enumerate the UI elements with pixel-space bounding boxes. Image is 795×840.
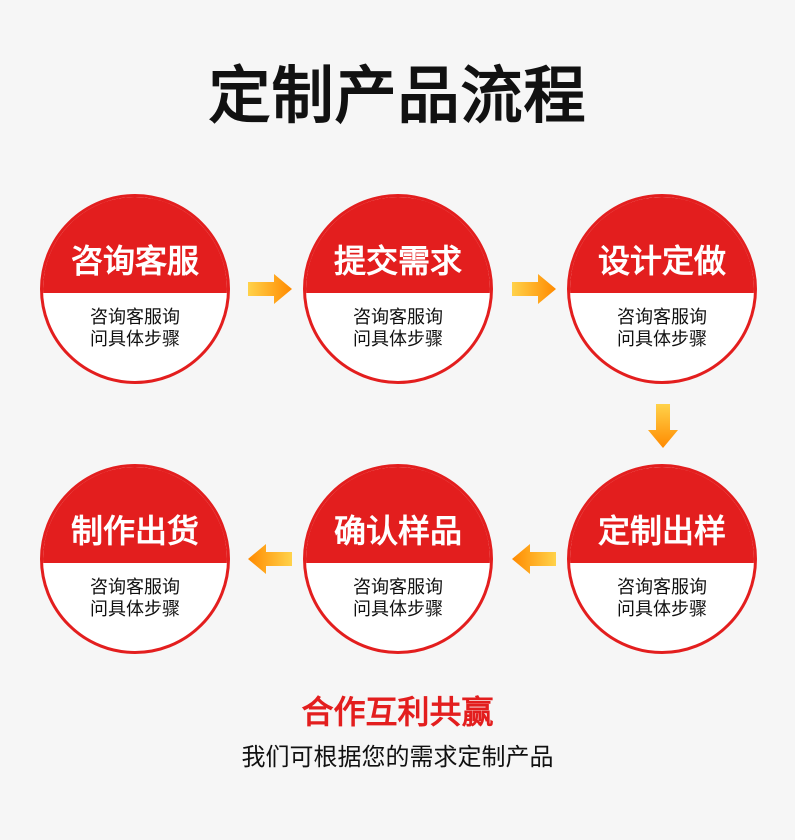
step-desc-line: 问具体步骤 xyxy=(617,599,707,620)
step-consult: 咨询客服 咨询客服询 问具体步骤 xyxy=(40,194,230,384)
arrow-left-icon xyxy=(512,544,556,574)
page-title: 定制产品流程 xyxy=(208,59,587,132)
arrow-left-icon xyxy=(248,544,292,574)
step-submit: 提交需求 咨询客服询 问具体步骤 xyxy=(303,194,493,384)
step-description: 咨询客服询 问具体步骤 xyxy=(306,577,490,621)
step-confirm: 确认样品 咨询客服询 问具体步骤 xyxy=(303,464,493,654)
step-desc-line: 咨询客服询 xyxy=(353,577,443,598)
arrow-right-icon xyxy=(248,274,292,304)
step-desc-line: 咨询客服询 xyxy=(353,307,443,328)
step-desc-line: 咨询客服询 xyxy=(617,577,707,598)
step-description: 咨询客服询 问具体步骤 xyxy=(570,577,754,621)
step-design: 设计定做 咨询客服询 问具体步骤 xyxy=(567,194,757,384)
step-label: 提交需求 xyxy=(306,197,490,293)
step-label: 制作出货 xyxy=(43,467,227,563)
step-desc-line: 问具体步骤 xyxy=(353,329,443,350)
step-label: 确认样品 xyxy=(306,467,490,563)
step-desc-line: 咨询客服询 xyxy=(90,307,180,328)
step-desc-line: 问具体步骤 xyxy=(90,329,180,350)
footer-subline: 我们可根据您的需求定制产品 xyxy=(241,743,554,771)
step-label: 定制出样 xyxy=(570,467,754,563)
step-description: 咨询客服询 问具体步骤 xyxy=(43,577,227,621)
arrow-down-icon xyxy=(648,404,678,448)
step-label: 咨询客服 xyxy=(43,197,227,293)
step-desc-line: 问具体步骤 xyxy=(353,599,443,620)
step-desc-line: 咨询客服询 xyxy=(617,307,707,328)
step-description: 咨询客服询 问具体步骤 xyxy=(43,307,227,351)
step-desc-line: 问具体步骤 xyxy=(617,329,707,350)
step-sample: 定制出样 咨询客服询 问具体步骤 xyxy=(567,464,757,654)
step-desc-line: 问具体步骤 xyxy=(90,599,180,620)
step-desc-line: 咨询客服询 xyxy=(90,577,180,598)
step-description: 咨询客服询 问具体步骤 xyxy=(306,307,490,351)
step-label: 设计定做 xyxy=(570,197,754,293)
footer-headline: 合作互利共赢 xyxy=(301,693,494,731)
step-ship: 制作出货 咨询客服询 问具体步骤 xyxy=(40,464,230,654)
step-description: 咨询客服询 问具体步骤 xyxy=(570,307,754,351)
arrow-right-icon xyxy=(512,274,556,304)
